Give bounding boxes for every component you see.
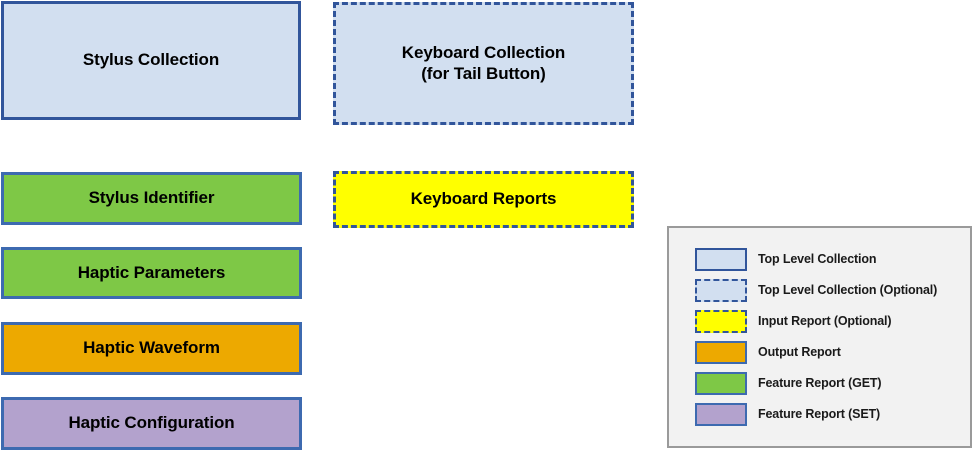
- node-label: Haptic Parameters: [77, 262, 226, 282]
- legend-swatch-input-report-optional: [695, 309, 747, 333]
- node-stylus-identifier[interactable]: Stylus Identifier: [1, 172, 302, 225]
- legend-swatch-output-report: [695, 340, 747, 364]
- node-haptic-parameters[interactable]: Haptic Parameters: [1, 247, 302, 299]
- legend-item-feature-report-get: Feature Report (GET): [695, 371, 882, 395]
- legend-label: Top Level Collection (Optional): [758, 283, 938, 297]
- node-label: Stylus Identifier: [88, 188, 215, 208]
- node-keyboard-reports[interactable]: Keyboard Reports: [333, 171, 634, 228]
- legend-item-top-level-collection: Top Level Collection: [695, 247, 876, 271]
- legend-swatch-top-level-collection: [695, 247, 747, 271]
- node-haptic-configuration[interactable]: Haptic Configuration: [1, 397, 302, 450]
- node-stylus-collection[interactable]: Stylus Collection: [1, 1, 301, 120]
- node-haptic-waveform[interactable]: Haptic Waveform: [1, 322, 302, 375]
- legend-label: Top Level Collection: [758, 252, 877, 266]
- node-label-line1: Keyboard Collection: [401, 43, 566, 63]
- legend-swatch-feature-report-get: [695, 371, 747, 395]
- legend-item-output-report: Output Report: [695, 340, 841, 364]
- legend-label: Input Report (Optional): [758, 314, 892, 328]
- legend-label: Output Report: [758, 345, 841, 359]
- node-label: Haptic Waveform: [83, 338, 220, 358]
- legend-label: Feature Report (GET): [758, 376, 882, 390]
- legend-item-input-report-optional: Input Report (Optional): [695, 309, 891, 333]
- node-label: Keyboard Collection (for Tail Button): [336, 43, 631, 83]
- legend-item-top-level-collection-optional: Top Level Collection (Optional): [695, 278, 937, 302]
- node-label: Keyboard Reports: [410, 189, 557, 209]
- node-keyboard-collection[interactable]: Keyboard Collection (for Tail Button): [333, 2, 634, 125]
- node-label: Stylus Collection: [82, 50, 220, 70]
- node-label: Haptic Configuration: [68, 413, 235, 433]
- legend-swatch-feature-report-set: [695, 402, 747, 426]
- legend-panel: Top Level Collection Top Level Collectio…: [667, 226, 972, 448]
- legend-label: Feature Report (SET): [758, 407, 881, 421]
- legend-swatch-top-level-collection-optional: [695, 278, 747, 302]
- node-label-line2: (for Tail Button): [421, 63, 546, 83]
- legend-item-feature-report-set: Feature Report (SET): [695, 402, 880, 426]
